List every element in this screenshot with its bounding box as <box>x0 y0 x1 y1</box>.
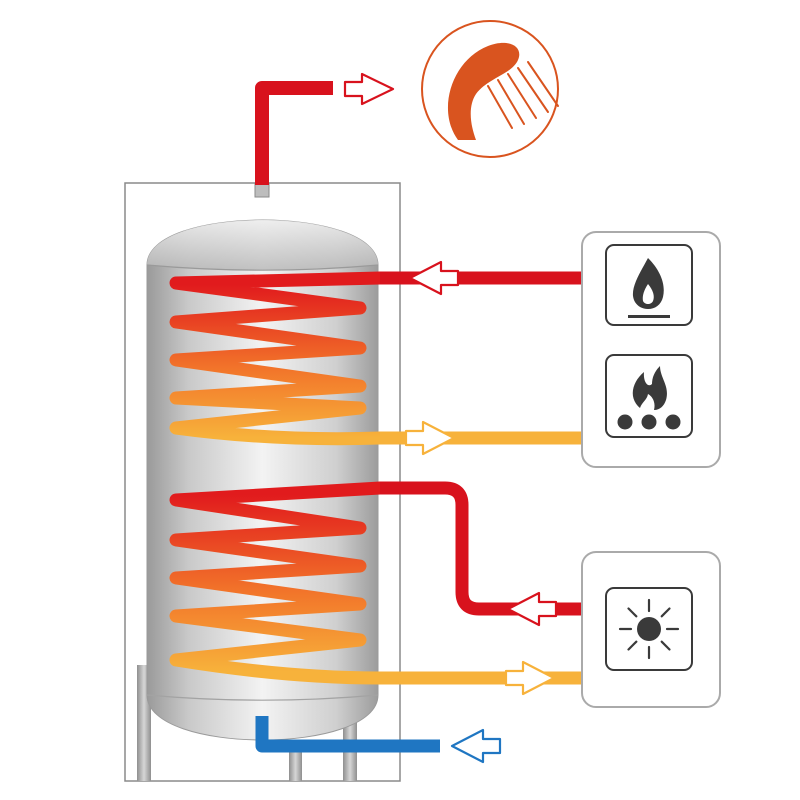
hot-outlet-arrow <box>343 72 395 106</box>
upper-coil <box>169 271 387 446</box>
sun-disc <box>637 617 661 641</box>
fuel-ball-2 <box>641 414 657 430</box>
shower-water-lines <box>487 61 559 129</box>
cold-inlet-pipe <box>255 716 440 753</box>
lower-flow-pipe <box>380 481 582 616</box>
hot-water-outlet <box>255 72 395 185</box>
outlet-fitting <box>254 182 270 198</box>
lower-coil-flow <box>380 481 582 627</box>
cold-inlet-arrow <box>450 728 502 764</box>
lower-coil-tube <box>169 481 387 685</box>
lower-flow-arrow <box>506 591 558 627</box>
gas-flame-inner <box>642 284 654 304</box>
solid-fuel-fire-icon <box>605 354 693 438</box>
boiler-panel <box>581 231 721 468</box>
base-seam <box>146 694 379 701</box>
lower-coil <box>169 481 387 685</box>
upper-coil-flow <box>380 260 582 296</box>
leg-middle <box>289 745 302 781</box>
gas-flame-icon <box>605 244 693 326</box>
upper-coil-return <box>380 420 582 456</box>
sun-rays <box>618 598 680 660</box>
fuel-ball-3 <box>665 414 681 430</box>
upper-return-arrow <box>404 420 456 456</box>
solid-fuel-flame <box>632 366 667 410</box>
cold-water-inlet <box>255 716 502 764</box>
shower-head <box>447 42 520 140</box>
fuel-ball-1 <box>617 414 633 430</box>
tank-dome <box>147 220 378 271</box>
lower-return-arrow <box>504 660 556 696</box>
gas-burner-bar <box>628 315 670 318</box>
upper-coil-tube <box>169 271 387 446</box>
hot-outlet-pipe <box>255 81 333 185</box>
solar-panel <box>581 551 721 708</box>
sun-icon <box>605 587 693 671</box>
dome-seam <box>146 264 379 271</box>
upper-flow-arrow <box>408 260 460 296</box>
shower-head-icon <box>421 20 559 158</box>
gas-flame-outer <box>632 258 664 309</box>
lower-coil-return <box>380 660 582 696</box>
